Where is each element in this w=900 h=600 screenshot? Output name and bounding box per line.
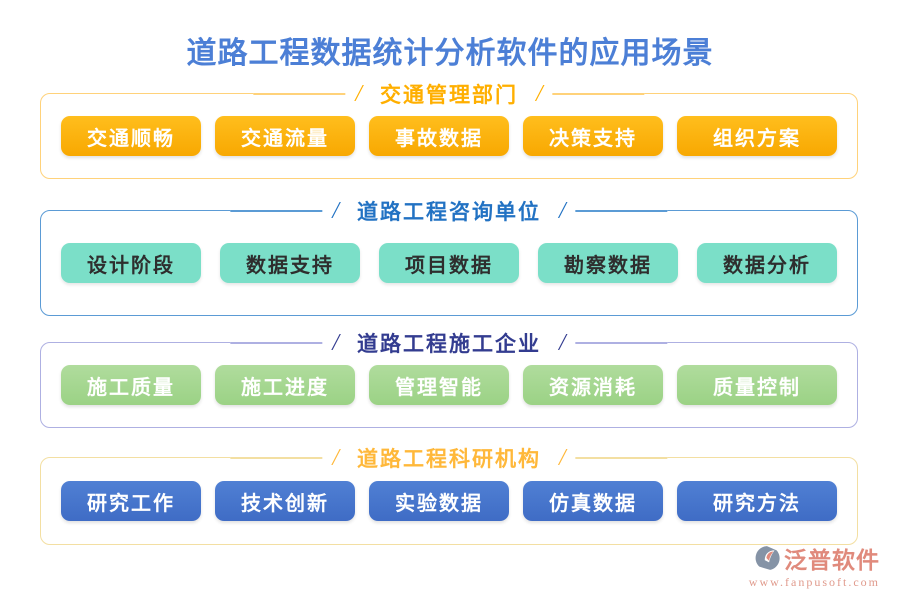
tag-organization-plan[interactable]: 组织方案: [677, 116, 837, 156]
section-construction-enterprise: / 道路工程施工企业 / 施工质量 施工进度 管理智能 资源消耗 质量控制: [40, 328, 858, 428]
section-consulting-unit-header: / 道路工程咨询单位 /: [230, 196, 668, 226]
brand-url[interactable]: www.fanpusoft.com: [748, 575, 880, 589]
tag-experiment-data[interactable]: 实验数据: [369, 481, 509, 521]
section-construction-enterprise-header: / 道路工程施工企业 /: [230, 328, 668, 358]
tag-decision-support[interactable]: 决策支持: [523, 116, 663, 156]
header-line-left: [230, 210, 323, 212]
section-header-label: 道路工程科研机构: [357, 447, 541, 471]
tag-quality-control[interactable]: 质量控制: [677, 365, 837, 405]
tag-research-method[interactable]: 研究方法: [677, 481, 837, 521]
section-traffic-management: / 交通管理部门 / 交通顺畅 交通流量 事故数据 决策支持 组织方案: [40, 79, 858, 179]
section-traffic-management-header: / 交通管理部门 /: [253, 79, 645, 109]
slash-decor: /: [332, 329, 339, 356]
tag-smooth-traffic[interactable]: 交通顺畅: [61, 116, 201, 156]
brand-footer: 泛普软件 www.fanpusoft.com: [749, 541, 880, 590]
header-line-left: [230, 342, 323, 344]
slash-decor: /: [559, 444, 566, 471]
button-row: 交通顺畅 交通流量 事故数据 决策支持 组织方案: [41, 94, 857, 178]
tag-accident-data[interactable]: 事故数据: [369, 116, 509, 156]
slash-decor: /: [536, 80, 543, 107]
section-research-institution: / 道路工程科研机构 / 研究工作 技术创新 实验数据 仿真数据 研究方法: [40, 443, 858, 545]
tag-traffic-flow[interactable]: 交通流量: [215, 116, 355, 156]
section-header-label: 道路工程施工企业: [357, 332, 541, 356]
tag-data-support[interactable]: 数据支持: [220, 243, 360, 283]
tag-simulation-data[interactable]: 仿真数据: [523, 481, 663, 521]
section-consulting-unit: / 道路工程咨询单位 / 设计阶段 数据支持 项目数据 勘察数据 数据分析: [40, 196, 858, 316]
slash-decor: /: [559, 329, 566, 356]
header-line-left: [253, 93, 346, 95]
tag-construction-progress[interactable]: 施工进度: [215, 365, 355, 405]
header-line-right: [575, 457, 668, 459]
tag-research-work[interactable]: 研究工作: [61, 481, 201, 521]
header-line-right: [552, 93, 645, 95]
tag-smart-management[interactable]: 管理智能: [369, 365, 509, 405]
tag-project-data[interactable]: 项目数据: [379, 243, 519, 283]
header-line-right: [575, 342, 668, 344]
tag-construction-quality[interactable]: 施工质量: [61, 365, 201, 405]
button-row: 施工质量 施工进度 管理智能 资源消耗 质量控制: [41, 343, 857, 427]
brand-name: 泛普软件: [784, 548, 880, 573]
header-line-left: [230, 457, 323, 459]
header-line-right: [575, 210, 668, 212]
fanpu-logo-icon: [755, 546, 780, 570]
slash-decor: /: [332, 444, 339, 471]
tag-design-phase[interactable]: 设计阶段: [61, 243, 201, 283]
slash-decor: /: [332, 197, 339, 224]
button-row: 设计阶段 数据支持 项目数据 勘察数据 数据分析: [41, 211, 857, 315]
tag-survey-data[interactable]: 勘察数据: [538, 243, 678, 283]
slash-decor: /: [559, 197, 566, 224]
tag-technical-innovation[interactable]: 技术创新: [215, 481, 355, 521]
section-research-institution-header: / 道路工程科研机构 /: [230, 443, 668, 473]
slash-decor: /: [355, 80, 362, 107]
page-title: 道路工程数据统计分析软件的应用场景: [186, 37, 714, 70]
tag-resource-consumption[interactable]: 资源消耗: [523, 365, 663, 405]
button-row: 研究工作 技术创新 实验数据 仿真数据 研究方法: [41, 458, 857, 544]
section-header-label: 交通管理部门: [380, 83, 518, 107]
section-header-label: 道路工程咨询单位: [357, 200, 541, 224]
tag-data-analysis[interactable]: 数据分析: [697, 243, 837, 283]
